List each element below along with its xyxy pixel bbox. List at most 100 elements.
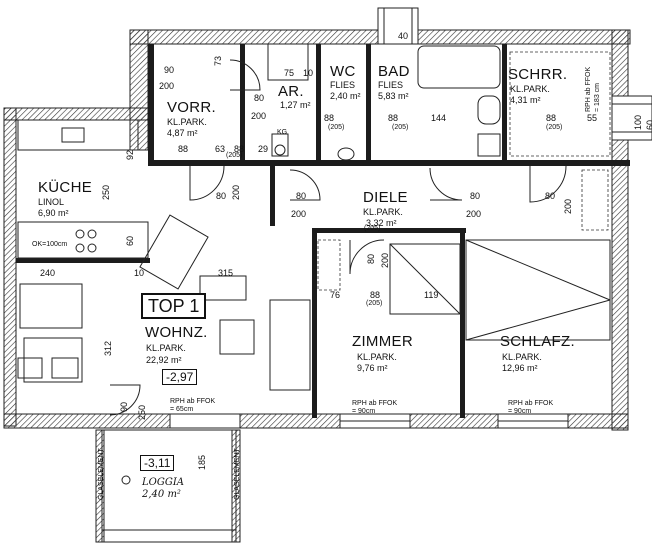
east-wall — [611, 29, 629, 431]
room-name-kueche: KÜCHE — [38, 179, 93, 196]
room-floor-schrr: KL.PARK. — [510, 84, 550, 94]
dim: 29 — [258, 144, 269, 154]
level-marker: -2,97 — [162, 369, 198, 385]
dim: 200 — [251, 111, 267, 121]
dim: 144 — [431, 113, 447, 123]
dim: 60 — [645, 119, 652, 130]
dim: (205) — [366, 300, 383, 307]
room-floor-vorr: KL.PARK. — [167, 117, 207, 127]
dim: 90 — [164, 65, 175, 75]
dim: 80 — [366, 253, 376, 264]
room-name-vorr: VORR. — [167, 99, 217, 116]
room-name-diele: DIELE — [363, 189, 408, 206]
dim: 200 — [563, 198, 573, 214]
dim: 80 — [545, 191, 556, 201]
dim: 10 — [303, 68, 314, 78]
dim: 80 — [296, 191, 307, 201]
parapet-value-wohnz: = 65cm — [170, 406, 194, 413]
dim: 250 — [137, 404, 147, 420]
dim: 60 — [125, 235, 135, 246]
room-area-kueche: 6,90 m² — [38, 208, 69, 218]
kg-label: KG — [277, 129, 288, 136]
dim: (205) — [328, 124, 345, 131]
dim: 92 — [125, 149, 135, 160]
room-name-schlafz: SCHLAFZ. — [500, 333, 575, 350]
dim: 55 — [587, 113, 598, 123]
north-west-wall — [129, 29, 149, 151]
parapet-note-schrr: RPH ab FFOK — [585, 66, 592, 112]
room-name-wohnz: WOHNZ. — [145, 324, 208, 341]
dim: 80 — [216, 191, 227, 201]
parapet-value-schrr: = 183 cm — [594, 83, 601, 112]
room-area-schlafz: 12,96 m² — [502, 363, 538, 373]
room-name-wc: WC — [330, 63, 356, 80]
dim: 315 — [218, 268, 234, 278]
room-name-zimmer: ZIMMER — [352, 333, 413, 350]
parapet-note-zimmer: RPH ab FFOK — [352, 400, 398, 407]
dim: 200 — [380, 252, 390, 268]
loggia-level-marker: -3,11 — [140, 455, 175, 471]
dim: 10 — [134, 268, 145, 278]
room-floor-schlafz: KL.PARK. — [502, 352, 542, 362]
dim: 75 — [284, 68, 295, 78]
dim: 250 — [101, 184, 111, 200]
room-area-vorr: 4,87 m² — [167, 128, 198, 138]
room-floor-wohnz: KL.PARK. — [146, 343, 186, 353]
room-area-schrr: 4,31 m² — [510, 95, 541, 105]
glass-label-left: GLASELEMENT — [98, 448, 105, 500]
dim: 76 — [330, 290, 341, 300]
dim: 200 — [466, 209, 482, 219]
dim: 100 — [633, 114, 643, 130]
room-name-bad: BAD — [378, 63, 410, 80]
dim: 200 — [159, 81, 175, 91]
dim: (205) — [226, 152, 243, 159]
room-area-ar: 1,27 m² — [280, 100, 311, 110]
dim: 88 — [370, 290, 381, 300]
glass-label-right: GLASELEMENT — [234, 448, 241, 500]
room-area-diele: 3,32 m² — [366, 218, 397, 228]
parapet-note-wohnz: RPH ab FFOK — [170, 398, 216, 405]
parapet-value-schlafz: = 90cm — [508, 408, 532, 415]
room-floor-zimmer: KL.PARK. — [357, 352, 397, 362]
kitchen-north-wall — [3, 107, 151, 121]
dim: 312 — [103, 340, 113, 356]
parapet-value-zimmer: = 90cm — [352, 408, 376, 415]
room-name-schrr: SCHRR. — [508, 66, 568, 83]
parapet-note-schlafz: RPH ab FFOK — [508, 400, 554, 407]
room-area-zimmer: 9,76 m² — [357, 363, 388, 373]
dim: 88 — [178, 144, 189, 154]
room-floor-kueche: LINOL — [38, 197, 65, 207]
dim: (205) — [392, 124, 409, 131]
loggia-area: 2,40 m² — [142, 489, 181, 500]
dim: 200 — [291, 209, 307, 219]
dim: 119 — [424, 290, 439, 300]
room-area-wc: 2,40 m² — [330, 91, 361, 101]
dim: 88 — [546, 113, 557, 123]
dim: 63 — [215, 144, 226, 154]
dim: (205) — [364, 225, 381, 232]
counter-height-label: OK=100cm — [32, 241, 68, 248]
dim: 88 — [234, 144, 245, 154]
loggia-name: LOGGIA — [142, 477, 184, 488]
room-name-ar: AR. — [278, 83, 304, 100]
room-area-wohnz: 22,92 m² — [146, 355, 182, 365]
west-wall — [3, 107, 17, 427]
room-floor-wc: FLIES — [330, 80, 356, 90]
dim: 73 — [213, 55, 223, 66]
dim: 80 — [254, 93, 265, 103]
dim: 80 — [470, 191, 481, 201]
room-floor-bad: FLIES — [378, 80, 404, 90]
dim: 88 — [324, 113, 335, 123]
room-floor-diele: KL.PARK. — [363, 207, 403, 217]
dim: (205) — [546, 124, 563, 131]
dim: 88 — [388, 113, 399, 123]
dim: 90 — [119, 401, 129, 412]
dim: 40 — [398, 31, 409, 41]
room-area-bad: 5,83 m² — [378, 91, 409, 101]
dim: 200 — [231, 184, 241, 200]
dim: 185 — [197, 454, 207, 470]
unit-label: TOP 1 — [141, 293, 207, 319]
dim: 240 — [40, 268, 56, 278]
